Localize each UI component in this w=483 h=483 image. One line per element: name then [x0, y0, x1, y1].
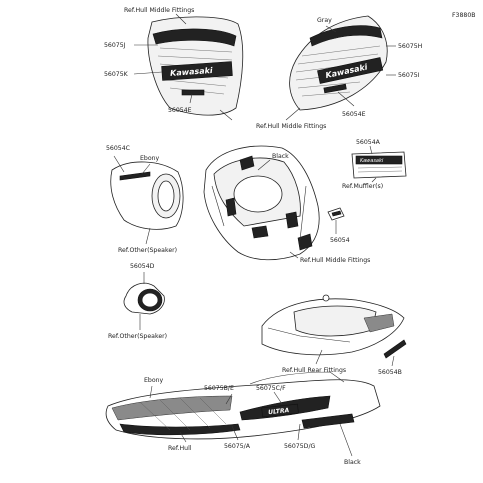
- callout-56054B: 56054B: [378, 369, 402, 376]
- leader-ebony: [141, 163, 151, 175]
- color-black-frame: Black: [272, 153, 289, 160]
- callout-56075A: 56075/A: [224, 443, 251, 450]
- ref-other-speaker-2: Ref.Other(Speaker): [108, 333, 167, 340]
- callout-56054A: 56054A: [356, 139, 381, 146]
- color-black-hull: Black: [344, 459, 361, 466]
- leader-rear-ref: [315, 349, 323, 365]
- callout-56075B-E: 56075B/E: [204, 385, 234, 392]
- right-brand-decal: Kawasaki: [317, 57, 384, 84]
- callout-56054E-right: 56054E: [342, 111, 366, 118]
- callout-56054: 56054: [330, 237, 350, 244]
- small-decal-56054B-part[interactable]: [383, 339, 407, 359]
- color-ebony-hull: Ebony: [144, 377, 164, 384]
- callout-56075K: 56075K: [104, 71, 129, 78]
- right-small-decal: [323, 83, 347, 94]
- ref-hull-middle-fittings-mid: Ref.Hull Middle Fittings: [256, 123, 326, 130]
- callout-56075D-G: 56075D/G: [284, 443, 316, 450]
- callout-56054C: 56054C: [106, 145, 130, 152]
- left-small-decal: [181, 89, 205, 96]
- leader-muffler: [371, 177, 377, 183]
- leader-black: [257, 159, 271, 171]
- ref-hull-middle-fittings-frame: Ref.Hull Middle Fittings: [300, 257, 370, 264]
- hull-side-part[interactable]: ULTRA: [105, 371, 381, 440]
- callout-56075J: 56075J: [104, 42, 126, 49]
- left-brand-decal: Kawasaki: [161, 61, 233, 81]
- leader-56054C: [113, 155, 125, 173]
- ref-hull-middle-fittings-top: Ref.Hull Middle Fittings: [124, 7, 194, 14]
- hull-brand-text: ULTRA: [268, 407, 290, 416]
- speaker-cover-part[interactable]: [110, 161, 184, 230]
- leader-top-ref: [175, 13, 187, 25]
- leader-56054A: [369, 145, 373, 155]
- diagram-code: F3880B: [452, 12, 476, 19]
- leader-56054B: [391, 355, 395, 367]
- color-gray: Gray: [317, 17, 332, 24]
- rear-deck-part[interactable]: [261, 294, 405, 356]
- ref-hull: Ref.Hull: [168, 445, 192, 452]
- speaker-ring-part[interactable]: [123, 282, 165, 315]
- top-leaders: [133, 25, 396, 121]
- leader-frame-ref: [289, 251, 299, 259]
- callout-56075C-F: 56075C/F: [256, 385, 286, 392]
- muffler-brand-text: Kawasaki: [360, 158, 384, 164]
- muffler-decal-part[interactable]: Kawasaki: [351, 151, 407, 179]
- hull-leaders: [149, 385, 353, 457]
- color-ebony-speaker: Ebony: [140, 155, 160, 162]
- callout-56075H: 56075H: [398, 43, 423, 50]
- leader-speaker-1: [145, 227, 151, 245]
- small-tag-56054-part[interactable]: [327, 207, 345, 221]
- callout-56075I: 56075I: [398, 72, 420, 79]
- ref-muffler: Ref.Muffler(s): [342, 183, 383, 190]
- callout-56054E-left: 56054E: [168, 107, 192, 114]
- left-cover-panel[interactable]: Kawasaki: [147, 16, 244, 116]
- callout-56054D: 56054D: [130, 263, 155, 270]
- ref-other-speaker-1: Ref.Other(Speaker): [118, 247, 177, 254]
- left-brand-text: Kawasaki: [170, 66, 213, 78]
- ref-hull-rear-fittings: Ref.Hull Rear Fittings: [282, 367, 346, 374]
- center-frame-part[interactable]: [203, 145, 320, 261]
- right-cover-panel[interactable]: Kawasaki: [289, 15, 388, 111]
